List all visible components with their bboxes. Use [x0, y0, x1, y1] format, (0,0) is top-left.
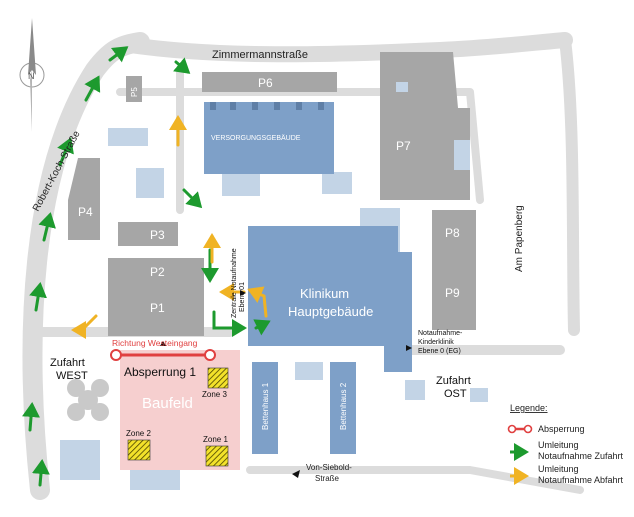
bettenhaus-1-building	[252, 362, 278, 454]
zimmermannstrasse-label: Zimmermannstraße	[212, 49, 308, 61]
p7-building	[380, 52, 470, 200]
legend-barrier-icon	[507, 424, 533, 434]
p9-building	[432, 256, 476, 330]
p7-label: P7	[396, 139, 411, 153]
zentrale-ebene-label: Ebene 01	[239, 282, 246, 312]
absperrung-1-label: Absperrung 1	[124, 365, 196, 379]
p1-building	[108, 288, 204, 336]
bettenhaus-2-building	[330, 362, 356, 454]
p4-label: P4	[78, 205, 93, 219]
p3-building	[118, 222, 178, 246]
pointer-arrows	[160, 290, 412, 478]
legend: Legende: Absperrung Umleitung Notaufnahm…	[507, 403, 624, 485]
p4-building	[68, 158, 100, 240]
p5-building	[126, 76, 142, 102]
p6-label: P6	[258, 76, 273, 90]
klinikum-label-2: Hauptgebäude	[288, 304, 373, 319]
p5-label: P5	[130, 87, 139, 97]
zone-2-marker	[127, 439, 151, 461]
am-papenberg-road	[559, 34, 580, 336]
p2-label: P2	[150, 265, 165, 279]
p2-building	[108, 258, 204, 288]
p8-label: P8	[445, 226, 460, 240]
p8-building	[432, 210, 476, 256]
legend-title: Legende:	[510, 403, 548, 413]
zone-1-marker	[205, 445, 229, 467]
svg-text:N: N	[28, 71, 35, 81]
zone-3-marker	[207, 367, 229, 389]
richtung-westeingang-label: Richtung Westeingang	[112, 338, 198, 348]
kinder-notaufnahme-label-2: Kinderklinik	[418, 339, 454, 346]
zufahrt-ost-label-2: OST	[444, 388, 467, 400]
klinikum-hauptgebaeude-building	[248, 226, 412, 454]
versorgung-label: VERSORGUNGSGEBÄUDE	[211, 134, 301, 142]
baufeld-area	[120, 350, 240, 470]
von-siebold-road	[246, 466, 584, 494]
green-route-arrows	[22, 46, 271, 487]
zentrale-notaufnahme-label: Zentrale Notaufnahme	[231, 248, 238, 318]
bettenhaus-2-label: Bettenhaus 2	[339, 382, 348, 430]
zufahrt-ost-label-1: Zufahrt	[436, 375, 471, 387]
zimmermannstrasse-road	[122, 32, 573, 63]
legend-zufahrt-2: Notaufnahme Zufahrt	[538, 451, 624, 461]
zufahrt-west-label-2: WEST	[56, 370, 88, 382]
zone-3-label: Zone 3	[202, 390, 227, 399]
baufeld-label: Baufeld	[142, 395, 193, 412]
rotunda-building	[67, 379, 109, 421]
legend-absperrung: Absperrung	[538, 424, 585, 434]
zone-1-label: Zone 1	[203, 435, 228, 444]
versorgungsgebaeude-building	[204, 102, 334, 174]
north-arrow-icon: N	[19, 18, 45, 132]
am-papenberg-label: Am Papenberg	[514, 205, 525, 272]
zone-2-label: Zone 2	[126, 429, 151, 438]
p3-label: P3	[150, 228, 165, 242]
von-siebold-label-2: Straße	[315, 474, 340, 483]
absperrung-barrier	[110, 349, 216, 361]
parking-buildings	[68, 52, 476, 336]
legend-abfahrt-1: Umleitung	[538, 464, 579, 474]
bettenhaus-1-label: Bettenhaus 1	[261, 382, 270, 430]
p6-building	[202, 72, 337, 92]
legend-zufahrt-1: Umleitung	[538, 440, 579, 450]
legend-abfahrt-2: Notaufnahme Abfahrt	[538, 475, 624, 485]
p1-label: P1	[150, 301, 165, 315]
klinikum-label-1: Klinikum	[300, 286, 349, 301]
kinder-notaufnahme-label-3: Ebene 0 (EG)	[418, 348, 461, 355]
p9-label: P9	[445, 286, 460, 300]
kinder-notaufnahme-label-1: Notaufnahme-	[418, 330, 463, 337]
von-siebold-label-1: Von-Siebold-	[306, 463, 352, 472]
zufahrt-west-label-1: Zufahrt	[50, 357, 85, 369]
